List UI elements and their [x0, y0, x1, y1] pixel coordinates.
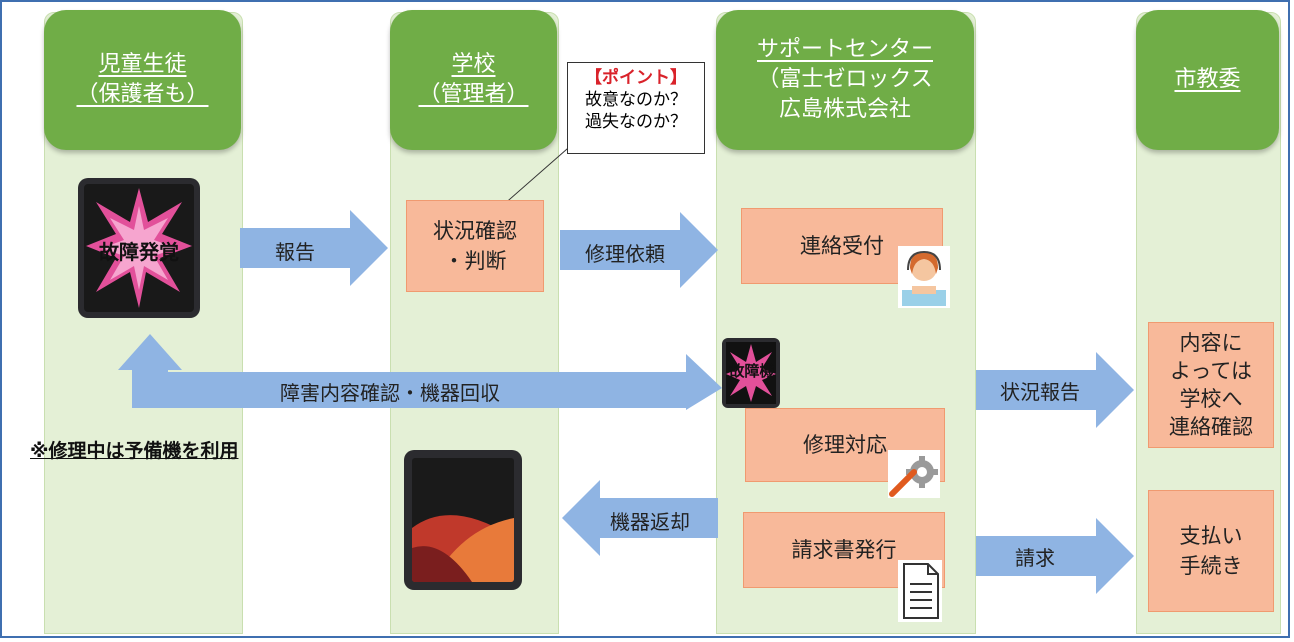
callout-title: 【ポイント】 [585, 68, 687, 88]
contact-check-box: 内容に よっては 学校へ 連絡確認 [1148, 322, 1274, 448]
arrow-status-report [976, 352, 1134, 428]
fault-found-label: 故障発覚 [99, 240, 179, 264]
callout-line: 故意なのか？ [585, 90, 687, 110]
box-line: 学校へ [1179, 387, 1243, 411]
arrow-label-return: 機器返却 [610, 510, 690, 534]
arrow-label-collect: 障害内容確認・機器回収 [280, 381, 500, 405]
callout-line: 過失なのか？ [585, 112, 687, 132]
lane-title-line: （保護者も） [76, 82, 209, 107]
arrow-label-status-report: 状況報告 [1000, 380, 1080, 404]
tools-icon [888, 450, 940, 498]
returned-tablet-image [404, 450, 522, 590]
lane-title-line: 市教委 [1174, 67, 1241, 92]
lane-head-students: 児童生徒 （保護者も） [44, 10, 241, 150]
callout-connector [501, 141, 576, 207]
box-line: 連絡受付 [800, 234, 884, 258]
box-line: 状況確認 [433, 219, 517, 243]
invoice-box: 請求書発行 [743, 512, 945, 588]
lane-title-line: 学校 [451, 52, 496, 77]
document-icon [898, 560, 942, 622]
lane-title-line: 広島株式会社 [778, 97, 911, 122]
status-judge-box: 状況確認 ・判断 [406, 200, 544, 292]
arrow-label-repair-request: 修理依頼 [585, 242, 665, 266]
box-line: ・判断 [443, 249, 507, 273]
arrow-label-report: 報告 [275, 240, 315, 264]
arrow-billing [976, 518, 1134, 594]
box-line: 連絡確認 [1169, 415, 1253, 439]
point-callout: 【ポイント】 故意なのか？ 過失なのか？ [567, 62, 705, 154]
operator-icon [898, 246, 950, 308]
lane-head-support: サポートセンター （富士ゼロックス 広島株式会社 [716, 10, 974, 150]
burst-icon [726, 344, 776, 402]
box-line: 支払い [1179, 524, 1243, 548]
box-line: 内容に [1179, 331, 1243, 355]
arrow-report [240, 210, 388, 286]
wallpaper-icon [412, 515, 514, 582]
arrow-repair-request [560, 212, 718, 288]
payment-box: 支払い 手続き [1148, 490, 1274, 612]
lane-title-line: （富士ゼロックス [757, 67, 933, 92]
box-line: よっては [1170, 359, 1252, 383]
broken-device-label: 故障機 [729, 362, 775, 380]
box-line: 手続き [1179, 554, 1243, 578]
broken-device-image: 故障機 [722, 338, 780, 408]
arrow-collect [118, 334, 722, 410]
lane-head-school: 学校 （管理者） [390, 10, 557, 150]
arrow-return [562, 480, 718, 556]
arrow-label-billing: 請求 [1015, 546, 1055, 570]
box-line: 修理対応 [803, 433, 887, 457]
spare-device-note: ※修理中は予備機を利用 [30, 440, 239, 462]
lane-title-line: （管理者） [418, 82, 529, 107]
box-line: 請求書発行 [791, 538, 897, 562]
repair-box: 修理対応 [745, 408, 945, 482]
lane-title-line: 児童生徒 [98, 52, 187, 77]
lane-title-line: サポートセンター [756, 37, 933, 62]
broken-tablet-image: 故障発覚 [78, 178, 200, 318]
burst-icon [86, 188, 192, 308]
lane-head-board: 市教委 [1136, 10, 1279, 150]
